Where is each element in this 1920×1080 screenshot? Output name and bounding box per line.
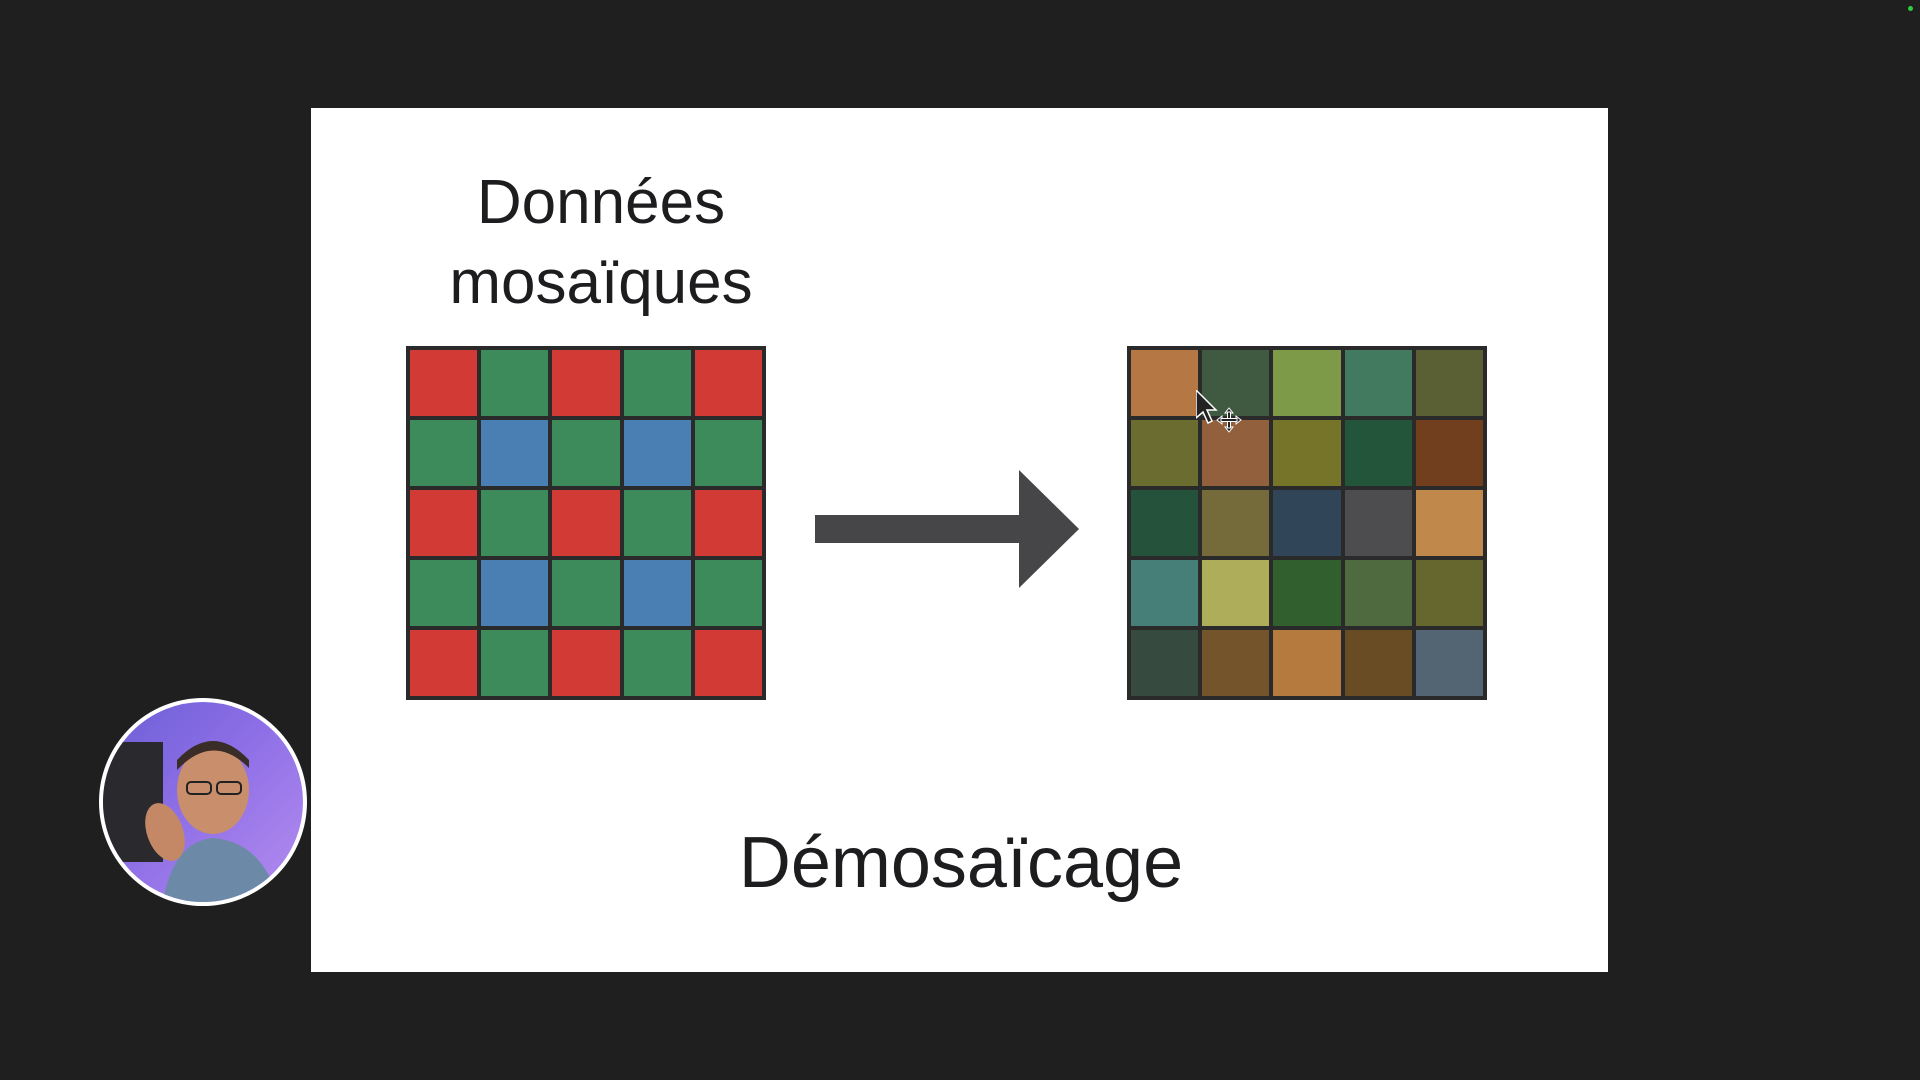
- grid-cell: [1344, 350, 1412, 416]
- mosaic-color-grid: [406, 346, 766, 700]
- grid-cell: [694, 560, 762, 626]
- grid-cell: [1344, 560, 1412, 626]
- grid-cell: [481, 630, 549, 696]
- grid-cell: [1273, 630, 1341, 696]
- grid-cell: [1344, 490, 1412, 556]
- grid-cell: [694, 630, 762, 696]
- grid-cell: [1131, 560, 1199, 626]
- grid-cell: [410, 350, 478, 416]
- demosaiced-color-grid: [1127, 346, 1487, 700]
- grid-cell: [1415, 560, 1483, 626]
- grid-cell: [1131, 630, 1199, 696]
- grid-cell: [410, 630, 478, 696]
- grid-cell: [481, 420, 549, 486]
- person-icon: [103, 741, 279, 902]
- grid-cell: [1273, 560, 1341, 626]
- grid-cell: [552, 420, 620, 486]
- slide-title: Données mosaïques: [449, 168, 753, 317]
- grid-cell: [623, 490, 691, 556]
- grid-cell: [1202, 350, 1270, 416]
- grid-cell: [552, 350, 620, 416]
- grid-cell: [1131, 490, 1199, 556]
- grid-cell: [481, 490, 549, 556]
- recording-indicator-icon: [1908, 6, 1913, 11]
- move-cursor-icon: [1196, 390, 1242, 433]
- grid-cell: [1415, 630, 1483, 696]
- arrow-right-icon: [815, 470, 1079, 588]
- arrow-shaft: [815, 515, 1020, 543]
- grid-cell: [694, 490, 762, 556]
- grid-cell: [1202, 420, 1270, 486]
- grid-cell: [623, 630, 691, 696]
- grid-cell: [1415, 420, 1483, 486]
- grid-cell: [1415, 350, 1483, 416]
- grid-cell: [1273, 490, 1341, 556]
- grid-cell: [623, 560, 691, 626]
- grid-cell: [1202, 560, 1270, 626]
- grid-cell: [552, 630, 620, 696]
- grid-cell: [1202, 630, 1270, 696]
- grid-cell: [410, 560, 478, 626]
- grid-cell: [481, 350, 549, 416]
- grid-cell: [552, 490, 620, 556]
- grid-cell: [1131, 350, 1199, 416]
- grid-cell: [1273, 420, 1341, 486]
- grid-cell: [1273, 350, 1341, 416]
- grid-cell: [694, 420, 762, 486]
- slide-caption: Démosaïcage: [738, 823, 1184, 903]
- grid-cell: [1344, 420, 1412, 486]
- grid-cell: [1202, 490, 1270, 556]
- grid-cell: [552, 560, 620, 626]
- grid-cell: [1415, 490, 1483, 556]
- grid-cell: [623, 350, 691, 416]
- grid-cell: [1131, 420, 1199, 486]
- arrow-head: [1019, 470, 1079, 588]
- grid-cell: [1344, 630, 1412, 696]
- grid-cell: [481, 560, 549, 626]
- presentation-slide: Données mosaïques Démosaïcage: [311, 108, 1608, 972]
- grid-cell: [410, 490, 478, 556]
- presenter-webcam-avatar: [99, 698, 307, 906]
- grid-cell: [623, 420, 691, 486]
- grid-cell: [410, 420, 478, 486]
- grid-cell: [694, 350, 762, 416]
